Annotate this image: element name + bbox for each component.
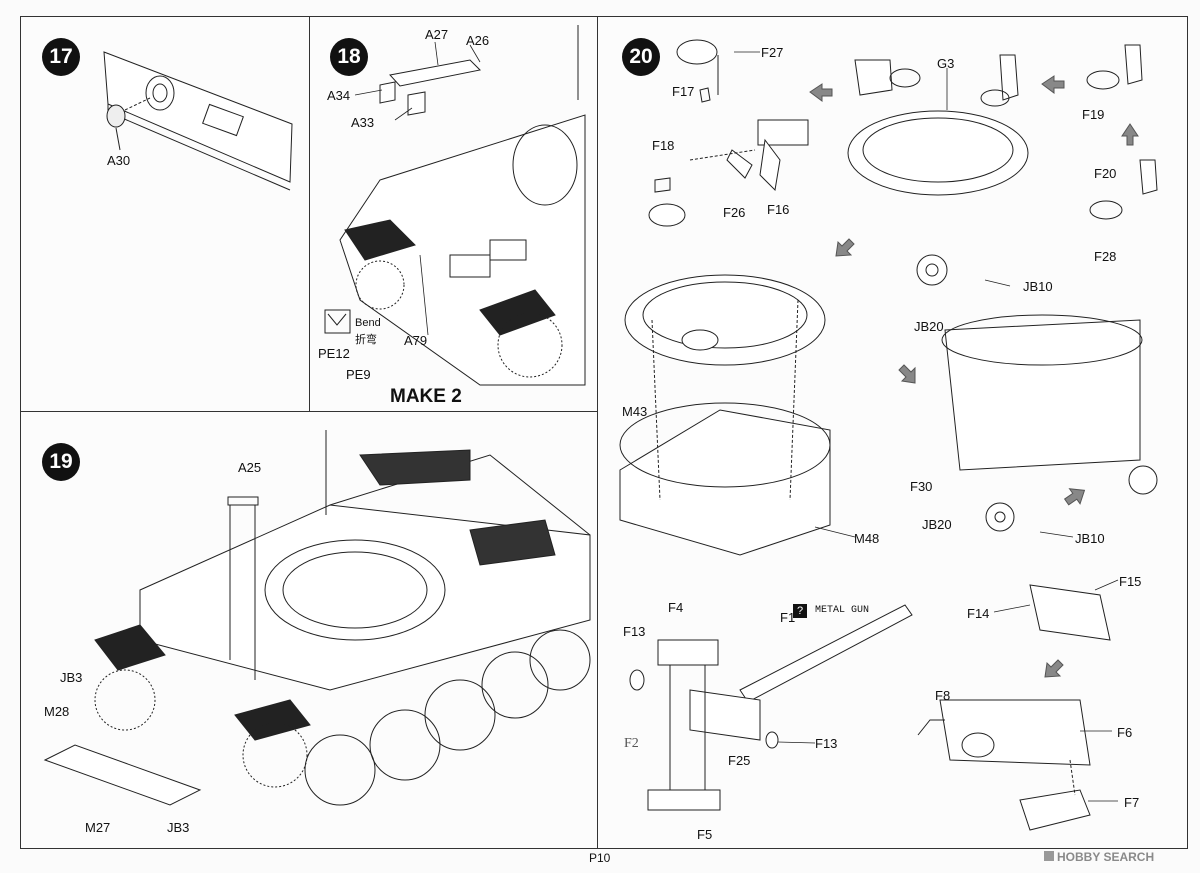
- part-label-m28: M28: [44, 704, 70, 719]
- part-label-f5: F5: [697, 827, 713, 842]
- part-label-m43: M43: [622, 404, 648, 419]
- idler-hub: [145, 75, 175, 111]
- gun-barrel: [739, 604, 913, 703]
- part-label-jb20-top: JB20: [914, 319, 944, 334]
- direction-arrow-icon: [1063, 488, 1086, 506]
- part-label-g3: G3: [937, 56, 955, 71]
- part-label-a27: A27: [425, 27, 449, 42]
- bend-label-en: Bend: [355, 317, 381, 329]
- part-label-f15: F15: [1119, 574, 1142, 589]
- turret-ring: [264, 539, 446, 641]
- part-label-f19: F19: [1082, 107, 1105, 122]
- part-label-f6: F6: [1117, 725, 1133, 740]
- turret-ring-g3: [847, 110, 1029, 196]
- part-label-f2: F2: [624, 736, 639, 751]
- metal-gun-note: METAL GUN: [815, 605, 870, 616]
- watermark: HOBBY SEARCH: [1044, 850, 1154, 864]
- part-label-f17: F17: [672, 84, 695, 99]
- part-label-f13-left: F13: [623, 624, 646, 639]
- part-label-f16: F16: [767, 202, 790, 217]
- step-number-19: 19: [42, 443, 80, 481]
- part-label-jb20-bottom: JB20: [922, 517, 952, 532]
- part-label-f7: F7: [1124, 795, 1140, 810]
- direction-arrow-icon: [898, 364, 916, 384]
- part-label-f28: F28: [1094, 249, 1117, 264]
- part-label-pe9: PE9: [346, 367, 371, 382]
- direction-arrow-icon: [1044, 659, 1064, 678]
- part-label-a34: A34: [327, 88, 351, 103]
- part-label-f18: F18: [652, 138, 675, 153]
- part-label-a25: A25: [238, 460, 262, 475]
- direction-arrow-icon: [1121, 123, 1139, 146]
- part-label-a79: A79: [404, 333, 428, 348]
- part-label-a33: A33: [351, 115, 375, 130]
- part-label-m48: M48: [854, 531, 880, 546]
- basket-m48: [619, 409, 831, 556]
- part-label-f14: F14: [967, 606, 990, 621]
- direction-arrow-icon: [835, 238, 855, 257]
- part-label-a30: A30: [107, 153, 131, 168]
- part-label-f1: F1: [780, 610, 796, 625]
- step-number-17: 17: [42, 38, 80, 76]
- part-label-jb10-top: JB10: [1023, 279, 1053, 294]
- direction-arrow-icon: [1041, 75, 1065, 94]
- part-label-f27: F27: [761, 45, 784, 60]
- part-label-jb3-bottom: JB3: [167, 820, 190, 835]
- step-number-18: 18: [330, 38, 368, 76]
- step-number-20: 20: [622, 38, 660, 76]
- part-label-f8: F8: [935, 688, 951, 703]
- part-label-f4: F4: [668, 600, 684, 615]
- bend-label-cn: 折弯: [355, 334, 377, 346]
- part-label-f20: F20: [1094, 166, 1117, 181]
- part-label-f13-right: F13: [815, 736, 838, 751]
- part-label-a26: A26: [466, 33, 490, 48]
- make-quantity-note: MAKE 2: [390, 386, 462, 407]
- part-label-jb3-top: JB3: [60, 670, 83, 685]
- part-label-pe12: PE12: [318, 346, 350, 361]
- part-label-m27: M27: [85, 820, 111, 835]
- metal-gun-badge: ?: [793, 604, 807, 618]
- rear-plate: [103, 51, 293, 183]
- part-a30: [106, 104, 126, 128]
- part-label-jb10-bottom: JB10: [1075, 531, 1105, 546]
- part-label-f25: F25: [728, 753, 751, 768]
- page-number: P10: [589, 851, 611, 865]
- part-label-f26: F26: [723, 205, 746, 220]
- watermark-logo-icon: [1044, 851, 1054, 861]
- direction-arrow-icon: [809, 83, 833, 102]
- part-label-f30: F30: [910, 479, 933, 494]
- watermark-text: HOBBY SEARCH: [1057, 850, 1155, 864]
